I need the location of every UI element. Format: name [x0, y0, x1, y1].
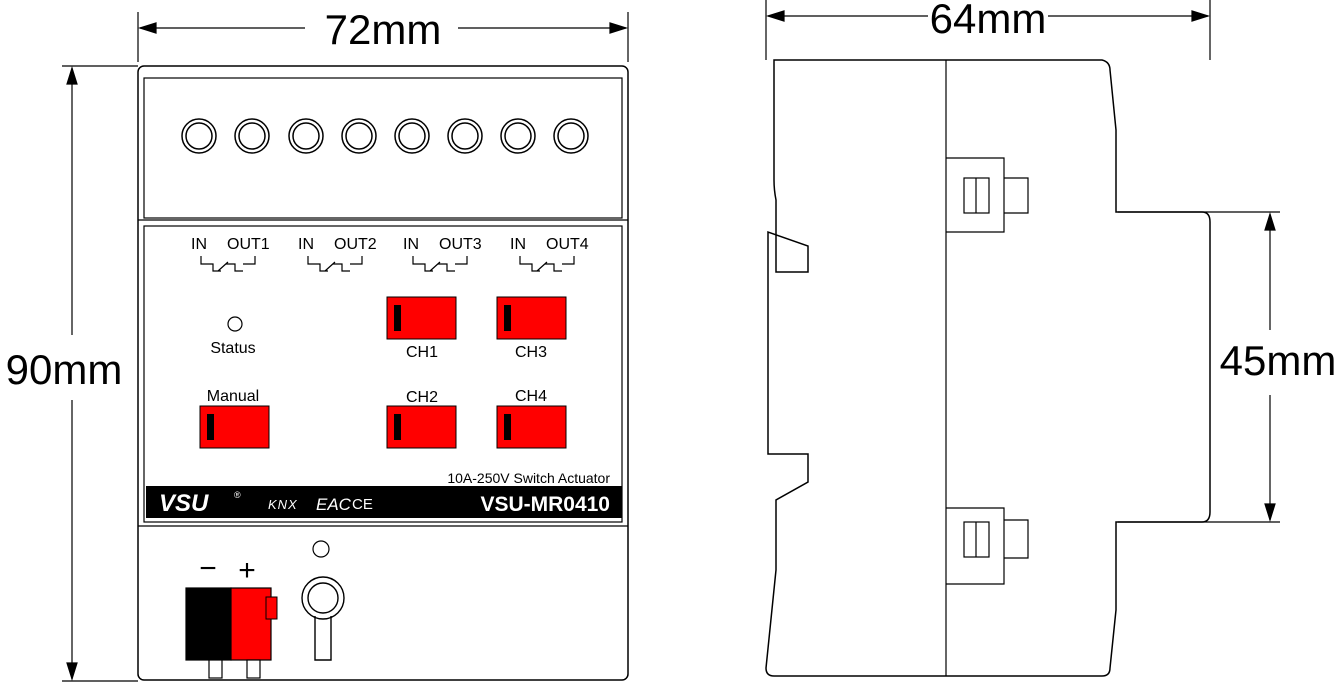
screw-terminal[interactable]	[341, 118, 377, 154]
ch2-label: CH2	[406, 389, 438, 406]
channel-4-in-label: IN	[510, 236, 526, 253]
brand-logo: VSU	[159, 490, 209, 517]
relay-symbol-1	[200, 256, 256, 272]
label-bar	[146, 486, 622, 518]
bus-minus-label: −	[199, 552, 217, 585]
upper-clip	[963, 177, 1029, 214]
side-view: 64mm 45mm	[765, 0, 1337, 677]
relay-symbol-3	[412, 256, 468, 272]
width-label: 72mm	[325, 6, 442, 53]
lower-clip	[963, 519, 1029, 559]
programming-button[interactable]	[301, 576, 345, 661]
ch4-label: CH4	[515, 388, 547, 405]
channel-2-out-label: OUT2	[334, 236, 377, 253]
depth-label: 64mm	[930, 0, 1047, 42]
depth-dimension	[765, 0, 1211, 60]
screw-terminal[interactable]	[447, 118, 483, 154]
side-housing-outline	[765, 59, 1211, 677]
screw-terminal[interactable]	[234, 118, 270, 154]
width-dimension	[137, 12, 629, 62]
screw-terminal[interactable]	[553, 118, 589, 154]
side-step-line	[946, 157, 1005, 585]
manual-button[interactable]	[199, 405, 270, 449]
channel-1-out-label: OUT1	[227, 236, 270, 253]
screw-terminal[interactable]	[394, 118, 430, 154]
rail-height-label: 45mm	[1220, 337, 1337, 384]
height-dimension	[62, 65, 138, 682]
front-panel	[143, 225, 623, 523]
screw-terminal[interactable]	[288, 118, 324, 154]
ch2-button[interactable]	[386, 405, 457, 449]
bus-plus-label: +	[238, 554, 256, 587]
knx-bus-connector[interactable]	[185, 587, 278, 679]
ch3-label: CH3	[515, 344, 547, 361]
relay-symbol-4	[519, 256, 575, 272]
relay-contact-symbols	[200, 256, 575, 272]
eac-logo: EAC	[316, 495, 352, 514]
status-label: Status	[210, 340, 255, 357]
screw-terminals	[181, 118, 589, 154]
screw-terminal[interactable]	[500, 118, 536, 154]
knx-logo: KNX	[268, 497, 298, 512]
ch3-button[interactable]	[496, 296, 567, 340]
registered-mark: ®	[234, 490, 241, 500]
channel-3-out-label: OUT3	[439, 236, 482, 253]
manual-label: Manual	[207, 388, 259, 405]
height-label: 90mm	[6, 346, 123, 393]
ch1-button[interactable]	[386, 296, 457, 340]
ce-logo: CE	[352, 496, 373, 513]
top-terminal-block	[143, 77, 623, 219]
ch1-label: CH1	[406, 344, 438, 361]
housing-outline	[137, 65, 629, 681]
relay-symbol-2	[307, 256, 363, 272]
channel-1-in-label: IN	[191, 236, 207, 253]
channel-2-in-label: IN	[298, 236, 314, 253]
status-led	[227, 316, 243, 332]
ch4-button[interactable]	[496, 405, 567, 449]
channel-3-in-label: IN	[403, 236, 419, 253]
model-number: VSU-MR0410	[480, 493, 610, 516]
product-description: 10A-250V Switch Actuator	[447, 470, 610, 486]
programming-led	[312, 540, 330, 558]
front-view: 72mm 90mm IN OUT1	[6, 6, 629, 682]
channel-4-out-label: OUT4	[546, 236, 589, 253]
screw-terminal[interactable]	[181, 118, 217, 154]
